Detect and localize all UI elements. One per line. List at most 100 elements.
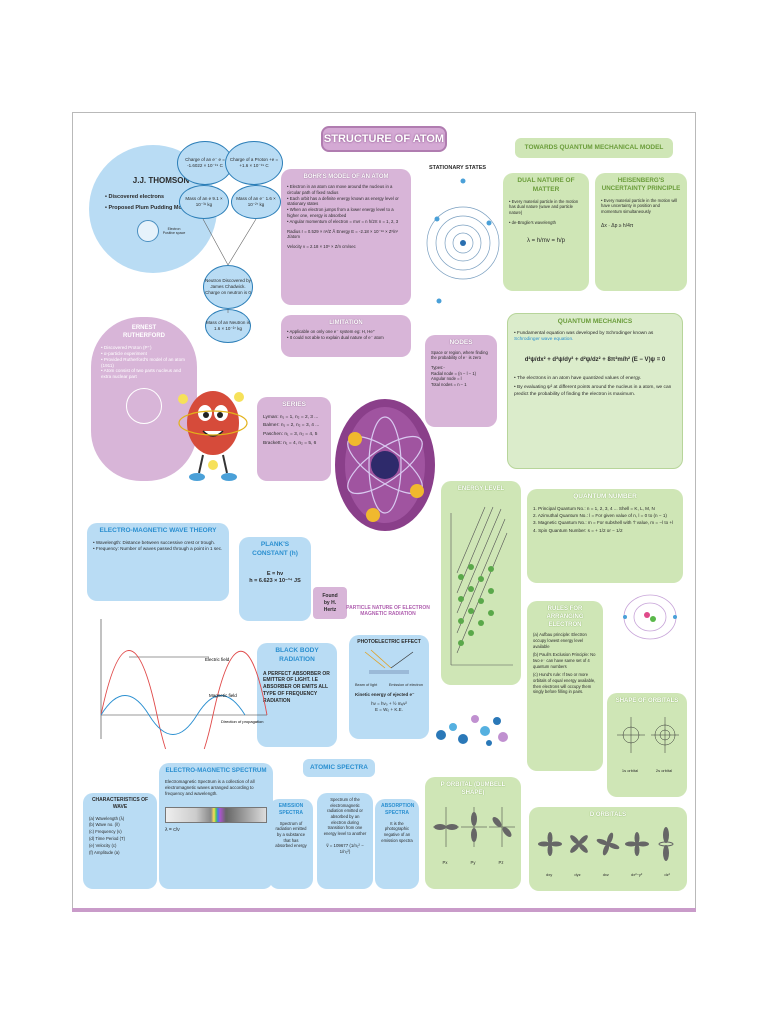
char-f: (f) Amplitude (a) bbox=[89, 849, 120, 855]
stationary-states-label: STATIONARY STATES bbox=[429, 165, 487, 171]
legend-electron: Electron bbox=[167, 226, 181, 231]
thomson-heading: J.J. THOMSON bbox=[132, 175, 190, 185]
heisenberg-formula: Δx · Δp ≥ h/4π bbox=[601, 222, 634, 229]
py-label: Py bbox=[470, 859, 476, 865]
s-orbital-diagram bbox=[617, 717, 679, 754]
em-wave-diagram: Electric field Magnetic field Direction … bbox=[100, 619, 268, 749]
electron-mass-bubble: Mass of an e 9.1 × 10⁻³¹ kg bbox=[179, 185, 229, 219]
dxy-label: dxy bbox=[546, 871, 553, 877]
heisenberg-panel: HEISENBERG'S UNCERTAINTY PRINCIPLE • Eve… bbox=[595, 173, 687, 291]
em-spectrum-text: Electromagnetic Spectrum is a collection… bbox=[165, 779, 255, 797]
em-wave-theory-panel: ELECTRO-MAGNETIC WAVE THEORY • Wavelengt… bbox=[87, 523, 229, 601]
absorption-spectra-panel: ABSORPTION SPECTRA It is the photographi… bbox=[375, 799, 419, 889]
heisenberg-text: Every material particle in the motion wi… bbox=[601, 197, 678, 215]
dual-nature-panel: DUAL NATURE OF MATTER • Every material p… bbox=[503, 173, 589, 291]
char-d: (d) Time Period (T) bbox=[89, 836, 126, 842]
d-orbitals-heading: D ORBITALS bbox=[589, 812, 627, 818]
qn-azimuthal: Azimuthal Quantum No.: l = For given val… bbox=[537, 513, 667, 519]
limitation-point-1: Applicable on only one e⁻ system eg: H, … bbox=[289, 329, 375, 335]
black-body-heading: BLACK BODY RADIATION bbox=[275, 647, 319, 663]
nodes-panel: NODES Space or region, where finding the… bbox=[425, 335, 497, 427]
nodes-type-1: Radial node = (n − l − 1) bbox=[431, 370, 477, 376]
magnetic-field-label: Magnetic field bbox=[209, 693, 237, 698]
de-broglie-label: de-Broglie's wavelength bbox=[511, 219, 556, 225]
px-label: Px bbox=[442, 859, 448, 865]
rule-pauli: Pauli's Exclusion Principle: No two e⁻ c… bbox=[533, 652, 596, 669]
thomson-point-2: Proposed Plum Pudding Model bbox=[108, 205, 190, 212]
thomson-point-1: Discovered electrons bbox=[108, 194, 165, 201]
rutherford-atom-icon bbox=[126, 388, 162, 425]
characteristics-heading: CHARACTERISTICS OF WAVE bbox=[91, 797, 149, 810]
photoelectric-panel: PHOTOELECTRIC EFFECT Beam of light Emiss… bbox=[349, 635, 429, 739]
quantum-title: TOWARDS QUANTUM MECHANICAL MODEL bbox=[515, 138, 673, 158]
schrodinger-equation: d²ψ/dx² + d²ψ/dy² + d²ψ/dz² + 8π²m/h² (E… bbox=[524, 356, 666, 363]
rydberg-formula: ṽ = 109677 (1/n₁² − 1/n₂²) bbox=[326, 842, 364, 854]
limitation-point-2: It could not able to explain dual nature… bbox=[289, 334, 384, 340]
rules-panel: RULES FOR ARRANGING ELECTRON (a) Aufbau … bbox=[527, 601, 603, 771]
proton-mass-bubble: Mass of an e⁻ 1.6 × 10⁻²⁷ kg bbox=[231, 185, 281, 219]
particle-nature-heading: PARTICLE NATURE OF ELECTRON MAGNETIC RAD… bbox=[346, 605, 430, 617]
d-orbitals-panel: D ORBITALS dxy dyz dxz dx²−y² dz² bbox=[529, 807, 687, 891]
nodes-type-3: Total nodes = n − 1 bbox=[431, 382, 467, 388]
nodes-type-2: Angular node = l bbox=[431, 376, 462, 382]
p-orbital-diagram bbox=[433, 807, 515, 848]
em-spectrum-formula: λ = c/ν bbox=[165, 827, 180, 834]
qm-heading: QUANTUM MECHANICS bbox=[557, 318, 633, 325]
char-c: (c) Frequency (ν) bbox=[89, 829, 122, 835]
atom-mascot-icon bbox=[178, 391, 248, 481]
characteristics-panel: CHARACTERISTICS OF WAVE (a) Wavelength (… bbox=[83, 793, 157, 889]
footer-bar bbox=[72, 908, 696, 912]
em-wave-point-1: Wavelength: Distance between successive … bbox=[95, 539, 215, 545]
em-spectrum-heading: ELECTRO-MAGNETIC SPECTRUM bbox=[165, 767, 267, 774]
legend-positive: Positive space bbox=[162, 231, 186, 236]
d-orbital-diagram bbox=[538, 827, 674, 862]
char-a: (a) Wavelength (λ) bbox=[89, 815, 125, 821]
pz-label: Pz bbox=[498, 859, 504, 865]
nodes-text: Space or region, where finding the proba… bbox=[431, 349, 488, 361]
s1-label: 1s orbital bbox=[621, 767, 639, 773]
black-body-panel: BLACK BODY RADIATION A PERFECT ABSORBER … bbox=[257, 643, 337, 747]
shape-orbitals-heading: SHAPE OF ORBITALS bbox=[615, 698, 679, 704]
photoelectric-eq-1: hν = hν₀ + ½ mₑv² bbox=[371, 700, 407, 706]
em-wave-point-2: Frequency: Number of waves passed throug… bbox=[95, 545, 223, 551]
photoelectric-ke-label: Kinetic energy of ejected e⁻ bbox=[355, 691, 415, 697]
qm-intro: Fundamental equation was developed by Sc… bbox=[517, 330, 654, 336]
direction-label: Direction of propagation bbox=[221, 719, 263, 724]
em-spectrum-bar bbox=[165, 807, 267, 824]
qn-magnetic: Magnetic Quantum No.: m = For subshell w… bbox=[538, 520, 674, 526]
planck-formula-2: h = 6.623 × 10⁻³⁴ JS bbox=[249, 577, 301, 584]
energy-level-diagram bbox=[450, 506, 513, 666]
qn-principal: Principal Quantum No.: n = 1, 2, 3, 4 ..… bbox=[538, 505, 655, 511]
bohr-point-2: Each orbit has a definite energy known a… bbox=[287, 195, 399, 207]
bohr-point-4: Angular momentum of electron = mvr = n h… bbox=[289, 218, 399, 224]
photoelectric-emission-label: Emission of electron bbox=[388, 682, 423, 687]
poster-sheet: STRUCTURE OF ATOM TOWARDS QUANTUM MECHAN… bbox=[72, 112, 696, 912]
series-heading: SERIES bbox=[282, 401, 306, 408]
page-title: STRUCTURE OF ATOM bbox=[321, 126, 447, 152]
rutherford-point-1: Discovered Proton (P⁺) bbox=[103, 344, 152, 350]
char-b: (b) Wave no. (ṽ) bbox=[89, 822, 120, 828]
series-panel: SERIES Lyman: n₁ = 1, n₂ = 2, 3 ... Balm… bbox=[257, 397, 331, 481]
nodes-heading: NODES bbox=[449, 339, 473, 346]
atom-model-icon bbox=[335, 399, 435, 531]
planck-heading: PLANK'S CONSTANT (h) bbox=[252, 541, 298, 557]
energy-level-heading: ENERGY LEVEL bbox=[457, 486, 505, 492]
hertz-tag: Found by H. Hertz bbox=[313, 587, 347, 619]
p-orbital-panel: P ORBITAL (DUMBELL SHAPE) Px Py Pz bbox=[425, 777, 521, 889]
char-e: (e) Velocity (c) bbox=[89, 843, 117, 848]
black-body-text: A PERFECT ABSORBER OR EMITTER OF LIGHT. … bbox=[263, 670, 330, 704]
neutron-bubble: Neutron Discovered by James Chadwick. Ch… bbox=[203, 265, 253, 309]
bohr-radius-energy: Radius r = 0.529 × n²/Z Å Energy E = -2.… bbox=[287, 228, 398, 240]
quantum-mechanics-panel: QUANTUM MECHANICS • Fundamental equation… bbox=[507, 313, 683, 469]
dyz-label: dyz bbox=[574, 871, 581, 877]
bohr-point-3: When an electron jumps from a lower ener… bbox=[287, 207, 394, 219]
atomic-spectra-center-text: Spectrum of the electromagnetic radiatio… bbox=[323, 797, 367, 837]
dz2-label: dz² bbox=[664, 871, 670, 877]
schrodinger-link[interactable]: Schrodinger wave equation. bbox=[514, 337, 574, 343]
nodes-types-label: Types:- bbox=[431, 365, 445, 371]
dual-nature-heading: DUAL NATURE OF MATTER bbox=[517, 177, 575, 193]
emission-heading: EMISSION SPECTRA bbox=[278, 803, 304, 816]
shape-orbitals-panel: SHAPE OF ORBITALS 1s orbital 2s orbital bbox=[607, 693, 687, 797]
heisenberg-heading: HEISENBERG'S UNCERTAINTY PRINCIPLE bbox=[601, 177, 681, 193]
electric-field-label: Electric field bbox=[205, 657, 230, 662]
